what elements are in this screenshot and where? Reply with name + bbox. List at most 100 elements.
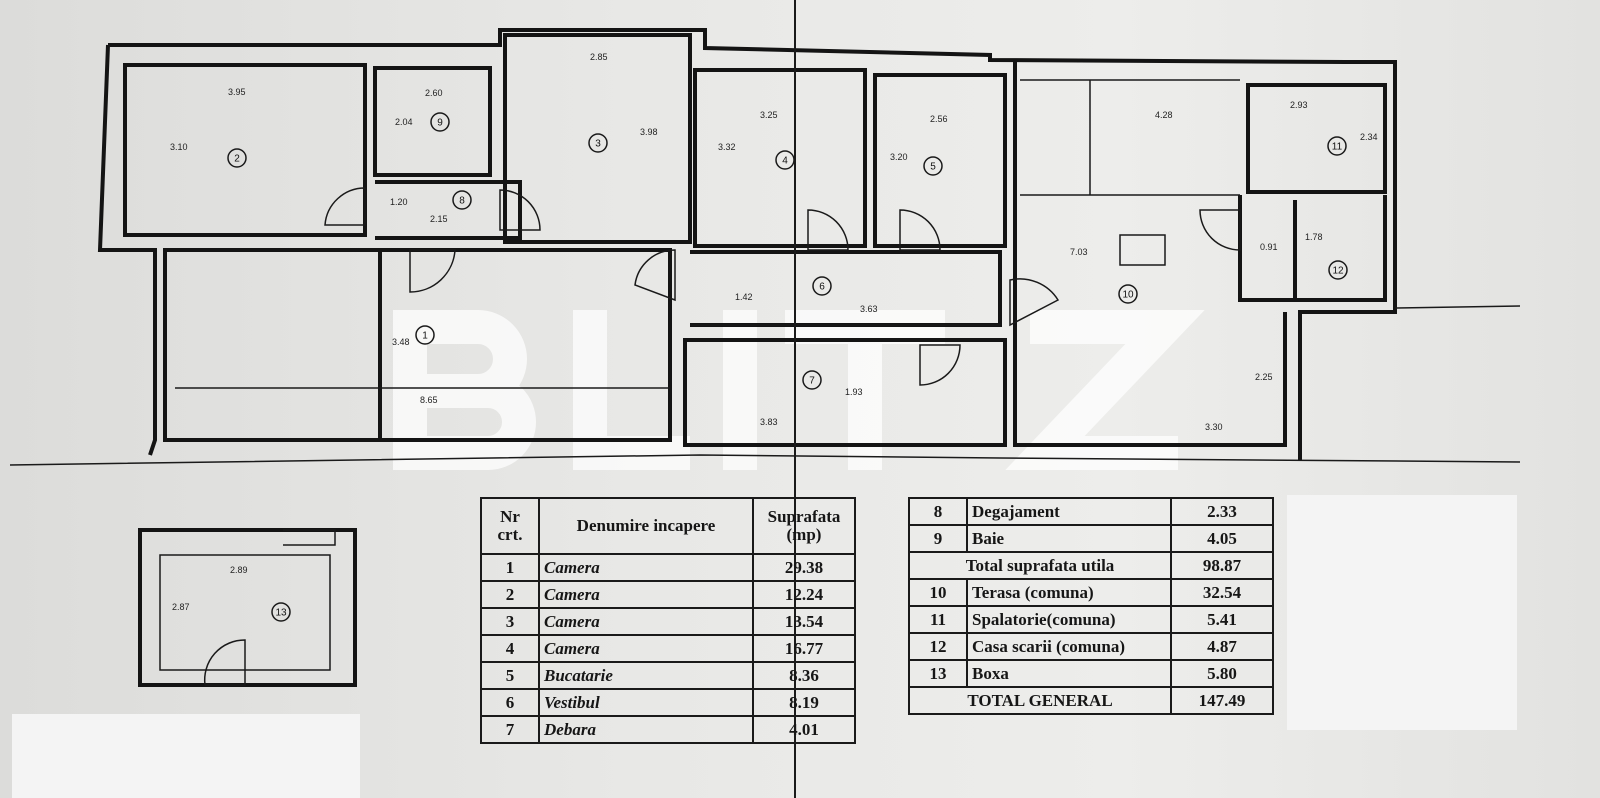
row-nr: 13 <box>908 659 968 688</box>
room-name: Boxa <box>966 659 1172 688</box>
dimension-label: 3.10 <box>170 142 188 152</box>
room-area: 13.54 <box>752 607 856 636</box>
table-header-row: Nr crt. Denumire incapere Suprafata (mp) <box>480 497 856 555</box>
room-number: 1 <box>422 331 428 342</box>
room-area-table-left: Nr crt. Denumire incapere Suprafata (mp)… <box>480 497 856 744</box>
header-nr: Nr crt. <box>480 497 540 555</box>
dimension-label: 1.42 <box>735 292 753 302</box>
room-name: Terasa (comuna) <box>966 578 1172 607</box>
room-number: 11 <box>1332 142 1343 153</box>
room-number: 12 <box>1332 266 1344 277</box>
room-number: 9 <box>437 118 443 129</box>
dimension-label: 1.93 <box>845 387 863 397</box>
dimension-label: 3.20 <box>890 152 908 162</box>
dimension-label: 2.34 <box>1360 132 1378 142</box>
room-number: 8 <box>459 196 465 207</box>
room-number-circle <box>415 325 435 345</box>
dimension-label: 7.03 <box>1070 247 1088 257</box>
row-nr: 3 <box>480 607 540 636</box>
dimension-label: 1.20 <box>390 197 408 207</box>
header-name: Denumire incapere <box>538 497 754 555</box>
room-name: Camera <box>538 580 754 609</box>
row-nr: 11 <box>908 605 968 634</box>
row-nr: 4 <box>480 634 540 663</box>
row-nr: 2 <box>480 580 540 609</box>
white-patch <box>12 714 360 798</box>
dimension-label: 3.63 <box>860 304 878 314</box>
room-area: 32.54 <box>1170 578 1274 607</box>
row-nr: 12 <box>908 632 968 661</box>
room-area: 8.19 <box>752 688 856 717</box>
header-area: Suprafata (mp) <box>752 497 856 555</box>
dimension-label: 3.32 <box>718 142 736 152</box>
dimension-label: 3.30 <box>1205 422 1223 432</box>
room-name: Debara <box>538 715 754 744</box>
room-area: 2.33 <box>1170 497 1274 526</box>
room-number-circle <box>588 133 608 153</box>
dimension-label: 2.85 <box>590 52 608 62</box>
room-area: 4.87 <box>1170 632 1274 661</box>
room-number: 3 <box>595 139 601 150</box>
row-nr: 6 <box>480 688 540 717</box>
white-patch <box>1287 495 1517 730</box>
room-name: Vestibul <box>538 688 754 717</box>
watermark-letter-l <box>573 310 690 470</box>
dimension-label: 3.98 <box>640 127 658 137</box>
dimension-label: 2.87 <box>172 602 190 612</box>
dimension-label: 2.15 <box>430 214 448 224</box>
dimension-label: 2.93 <box>1290 100 1308 110</box>
room-area: 29.38 <box>752 553 856 582</box>
row-nr: 8 <box>908 497 968 526</box>
room-number-circle <box>271 602 291 622</box>
room-name: Casa scarii (comuna) <box>966 632 1172 661</box>
dimension-label: 2.60 <box>425 88 443 98</box>
row-nr: 1 <box>480 553 540 582</box>
dimension-label: 1.78 <box>1305 232 1323 242</box>
watermark-letter-b <box>393 310 536 470</box>
room-name: Camera <box>538 553 754 582</box>
room-number: 7 <box>809 376 815 387</box>
room-number: 2 <box>234 154 240 165</box>
total-label: TOTAL GENERAL <box>908 686 1172 715</box>
dimension-label: 2.04 <box>395 117 413 127</box>
room-area: 5.80 <box>1170 659 1274 688</box>
room-number: 10 <box>1122 290 1134 301</box>
dimension-label: 2.56 <box>930 114 948 124</box>
room-name: Baie <box>966 524 1172 553</box>
room-area: 5.41 <box>1170 605 1274 634</box>
room-number-circle <box>812 276 832 296</box>
row-nr: 10 <box>908 578 968 607</box>
dimension-label: 3.83 <box>760 417 778 427</box>
door-swings <box>203 187 1241 686</box>
room-area: 12.24 <box>752 580 856 609</box>
room-number: 13 <box>275 608 287 619</box>
total-area: 98.87 <box>1170 551 1274 580</box>
room-area: 8.36 <box>752 661 856 690</box>
row-nr: 9 <box>908 524 968 553</box>
walls <box>97 28 1397 687</box>
room-number-circle <box>430 112 450 132</box>
room-name: Spalatorie(comuna) <box>966 605 1172 634</box>
room-number-circle <box>227 148 247 168</box>
room-number-circle <box>1118 284 1138 304</box>
room-name: Camera <box>538 634 754 663</box>
room-number: 6 <box>819 282 825 293</box>
room-number-circle <box>1328 260 1348 280</box>
room-number: 5 <box>930 162 936 173</box>
dimension-label: 8.65 <box>420 395 438 405</box>
